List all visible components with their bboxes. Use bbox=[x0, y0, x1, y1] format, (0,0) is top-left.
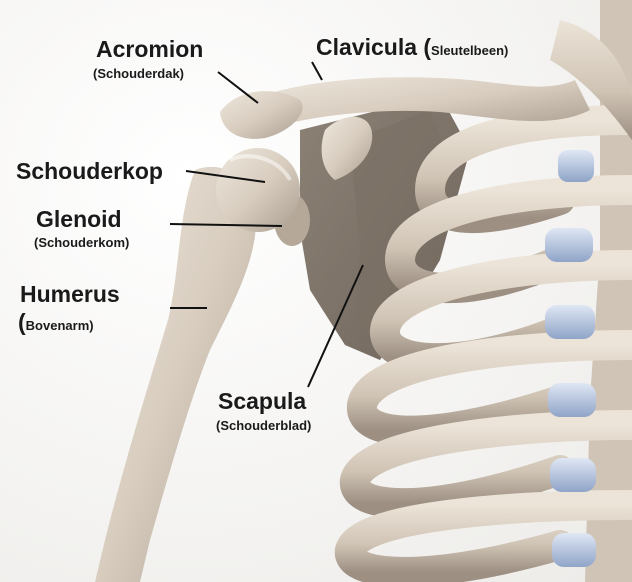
clavicula-sublabel: Sleutelbeen) bbox=[431, 43, 508, 58]
humerus-label: Humerus bbox=[20, 281, 120, 307]
humeral-head bbox=[216, 148, 300, 232]
acromion-bone bbox=[220, 91, 303, 139]
glenoid-label: Glenoid bbox=[36, 206, 122, 232]
acromion-sublabel: (Schouderdak) bbox=[93, 66, 184, 82]
glenoid-sublabel: (Schouderkom) bbox=[34, 235, 129, 251]
humerus-sublabel: Bovenarm) bbox=[26, 318, 94, 333]
clavicula-label-group: Clavicula (Sleutelbeen) bbox=[316, 34, 508, 60]
scapula-label: Scapula bbox=[218, 388, 306, 414]
clavicula-label: Clavicula ( bbox=[316, 34, 431, 60]
acromion-label: Acromion bbox=[96, 36, 203, 62]
humerus-paren: ( bbox=[18, 309, 26, 335]
schouderkop-label: Schouderkop bbox=[16, 158, 163, 184]
humerus-sublabel-group: (Bovenarm) bbox=[18, 309, 94, 335]
scapula-sublabel: (Schouderblad) bbox=[216, 418, 311, 434]
